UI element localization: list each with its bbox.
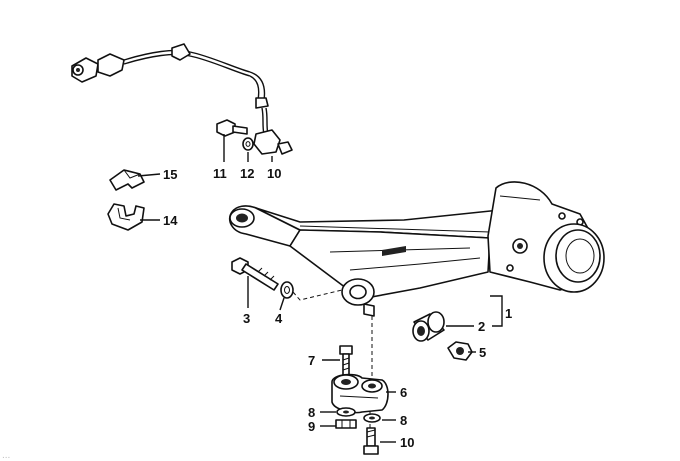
bushing-2	[412, 311, 445, 342]
watermark-text: ...	[2, 450, 10, 461]
callout-14: 14	[163, 213, 178, 228]
bolt-3	[231, 257, 279, 291]
bolt-10	[363, 427, 379, 455]
callout-15: 15	[163, 167, 177, 182]
washer-8-right	[363, 413, 381, 423]
nut-9	[335, 419, 357, 429]
callout-13: 12	[240, 166, 254, 181]
callout-7: 7	[308, 353, 315, 368]
callout-12: 11	[213, 166, 227, 181]
callout-1: 1	[505, 306, 512, 321]
callout-8-right: 8	[400, 413, 407, 428]
callout-6: 6	[400, 385, 407, 400]
abs-sensor-cable	[71, 43, 293, 155]
washer-4	[280, 281, 294, 299]
bolt-12	[216, 119, 248, 137]
callout-9: 9	[308, 419, 315, 434]
callout-3: 3	[243, 311, 250, 326]
bolt-7	[339, 345, 353, 377]
washer-8-left	[336, 407, 356, 417]
control-arm	[228, 181, 605, 317]
callout-5: 5	[479, 345, 486, 360]
washer-13	[242, 137, 254, 151]
callout-2: 2	[478, 319, 485, 334]
leader-lines	[137, 134, 503, 443]
callout-11: 10	[267, 166, 281, 181]
clip-14	[107, 203, 145, 231]
alignment-line	[292, 289, 343, 301]
rubber-mount-6	[331, 373, 389, 414]
callout-4: 4	[275, 311, 283, 326]
callout-10: 10	[400, 435, 414, 450]
callout-8-left: 8	[308, 405, 315, 420]
nut-5	[447, 341, 473, 361]
clip-15	[109, 169, 145, 191]
